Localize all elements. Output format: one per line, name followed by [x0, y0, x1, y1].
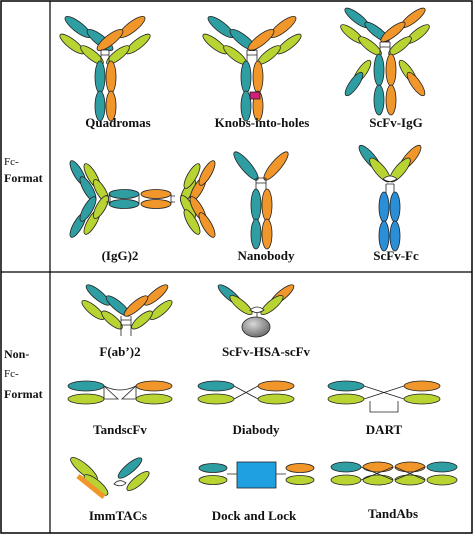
nonfc-heading-line2: Fc- — [4, 368, 19, 380]
fc-heading-line1: Fc- — [4, 156, 19, 168]
tandscfv-diagram — [67, 380, 173, 405]
immtacs-diagram — [70, 457, 150, 499]
tandabs-diagram — [330, 461, 458, 486]
scfv-hsa-scfv-diagram — [217, 284, 295, 338]
diabody-diagram — [197, 380, 295, 405]
scfv-igg-diagram — [340, 7, 430, 116]
label-immtacs: ImmTACs — [89, 508, 147, 523]
label-scfv-fc: ScFv-Fc — [373, 248, 419, 263]
label-tandscfv: TandscFv — [93, 422, 147, 437]
label-diabody: Diabody — [233, 422, 280, 437]
dart-diagram — [327, 380, 441, 413]
label-scfv-igg: ScFv-IgG — [369, 115, 422, 130]
scfv-fc-diagram — [358, 144, 422, 252]
label-dart: DART — [366, 422, 403, 437]
nonfc-heading-line3: Format — [4, 387, 43, 401]
label-quadromas: Quadromas — [85, 115, 151, 130]
label-knobs-into-holes: Knobs-into-holes — [215, 115, 310, 130]
quadromas-diagram — [59, 15, 151, 122]
label-tandabs: TandAbs — [368, 506, 418, 521]
label-scfv-hsa-scfv: ScFv-HSA-scFv — [222, 344, 311, 359]
nonfc-heading-line1: Non- — [4, 347, 29, 361]
igg2-diagram — [69, 160, 216, 238]
label-igg2: (IgG)2 — [102, 248, 139, 263]
label-fab2: F(ab’)2 — [99, 344, 140, 359]
fc-heading-line2: Format — [4, 171, 43, 185]
nanobody-diagram — [233, 151, 289, 250]
label-nanobody: Nanobody — [237, 248, 295, 263]
label-dock-and-lock: Dock and Lock — [212, 508, 297, 523]
knobs-into-holes-diagram — [202, 15, 302, 122]
fab2-diagram — [81, 284, 173, 336]
dock-and-lock-diagram — [198, 461, 315, 489]
